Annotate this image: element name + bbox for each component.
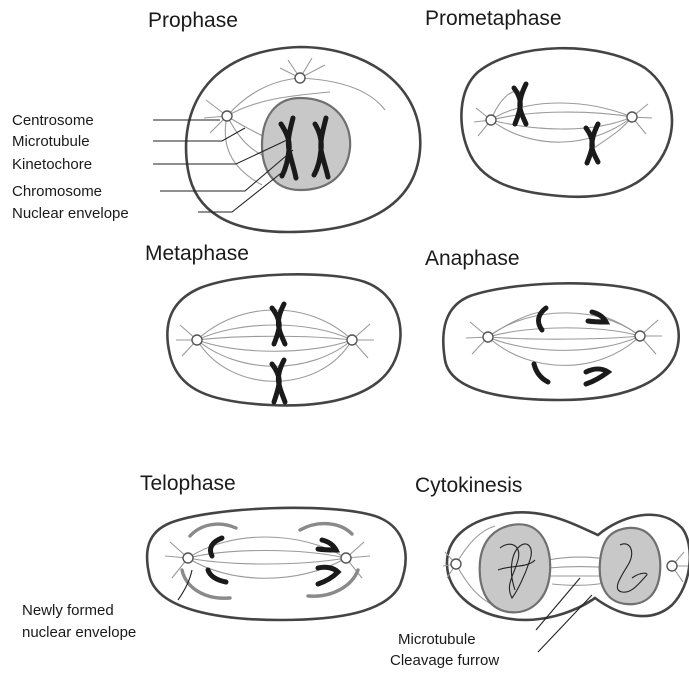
telophase-panel: Telophase Newly formed nuclear envelope <box>22 472 406 641</box>
prometaphase-panel: Prometaphase <box>425 7 672 197</box>
microtubule-label: Microtubule <box>12 133 90 150</box>
nuclear-envelope-label: Nuclear envelope <box>12 205 129 222</box>
anaphase-centrosome-left <box>483 332 493 342</box>
telophase-title: Telophase <box>140 472 236 495</box>
prophase-nucleus <box>262 98 350 190</box>
prophase-centrosome-2 <box>295 73 305 83</box>
cytokinesis-panel: Cytokinesis Microtubule Cleavage furrow <box>390 474 689 669</box>
metaphase-centrosome-left <box>192 335 202 345</box>
cytokinesis-nucleus-right <box>600 528 661 604</box>
kinetochore-label: Kinetochore <box>12 156 92 173</box>
prometaphase-title: Prometaphase <box>425 7 562 30</box>
prophase-title: Prophase <box>148 9 238 32</box>
telophase-centrosome-left <box>183 553 193 563</box>
newly-formed-label-line1: Newly formed <box>22 602 114 619</box>
anaphase-cell <box>443 283 678 400</box>
chromosome-label: Chromosome <box>12 183 102 200</box>
prometaphase-centrosome-left <box>486 115 496 125</box>
anaphase-panel: Anaphase <box>425 247 679 400</box>
cytokinesis-centrosome-left <box>451 559 461 569</box>
cleavage-furrow-label: Cleavage furrow <box>390 652 499 669</box>
anaphase-title: Anaphase <box>425 247 520 270</box>
prometaphase-centrosome-right <box>627 112 637 122</box>
metaphase-panel: Metaphase <box>145 242 401 405</box>
anaphase-centrosome-right <box>635 331 645 341</box>
cyto-microtubule-label: Microtubule <box>398 631 476 648</box>
metaphase-title: Metaphase <box>145 242 249 265</box>
telophase-centrosome-right <box>341 553 351 563</box>
prophase-panel: Prophase Centrosome Mic <box>12 9 420 232</box>
centrosome-label: Centrosome <box>12 112 94 129</box>
cytokinesis-centrosome-right <box>667 561 677 571</box>
prophase-centrosome <box>222 111 232 121</box>
cytokinesis-title: Cytokinesis <box>415 474 522 497</box>
newly-formed-label-line2: nuclear envelope <box>22 624 136 641</box>
metaphase-centrosome-right <box>347 335 357 345</box>
